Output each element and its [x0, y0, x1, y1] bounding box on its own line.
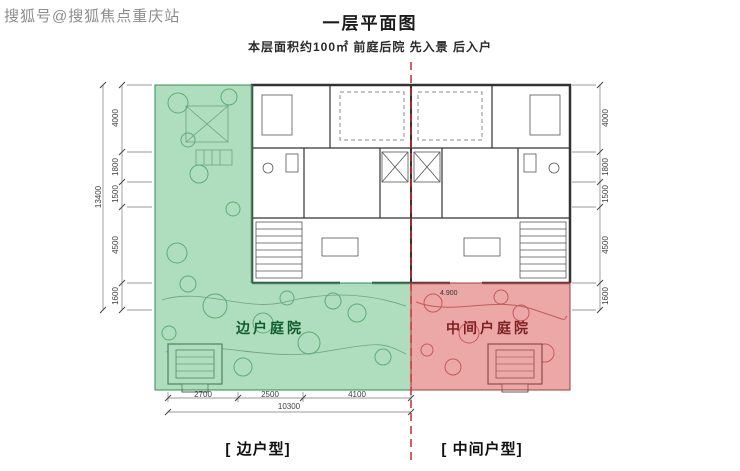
dim-left-total: 13400 [94, 185, 103, 209]
dim-left-0: 4000 [111, 109, 120, 127]
page-subtitle: 本层面积约100㎡ 前庭后院 先入景 后入户 [247, 40, 493, 54]
dim-right-2: 1500 [601, 185, 610, 203]
left-courtyard-label: 边户庭院 [236, 320, 304, 336]
dim-right-0: 4000 [601, 109, 610, 127]
dim-bottom-total: 10300 [277, 402, 301, 411]
dim-right-3: 4500 [601, 236, 610, 254]
page-title: 一层平面图 [322, 14, 418, 33]
dim-right-4: 1600 [601, 287, 610, 305]
right-courtyard-label: 中间户庭院 [446, 320, 531, 336]
left-unit-type-label: [ 边户型] [225, 441, 291, 458]
stairs [255, 221, 567, 279]
elevation-note: 4.900 [440, 290, 458, 297]
fixtures [261, 94, 561, 257]
right-unit-type-label: [ 中间户型] [441, 441, 523, 458]
watermark-text: 搜狐号@搜狐焦点重庆站 [4, 8, 181, 25]
dim-bottom-2: 4100 [348, 390, 366, 399]
upper-floor-dashed-outline [339, 91, 483, 141]
dim-left-3: 4500 [111, 236, 120, 254]
dim-left-2: 1500 [111, 185, 120, 203]
dim-left-4: 1600 [111, 287, 120, 305]
dim-bottom-0: 2700 [194, 390, 212, 399]
dim-bottom-1: 2500 [261, 390, 279, 399]
